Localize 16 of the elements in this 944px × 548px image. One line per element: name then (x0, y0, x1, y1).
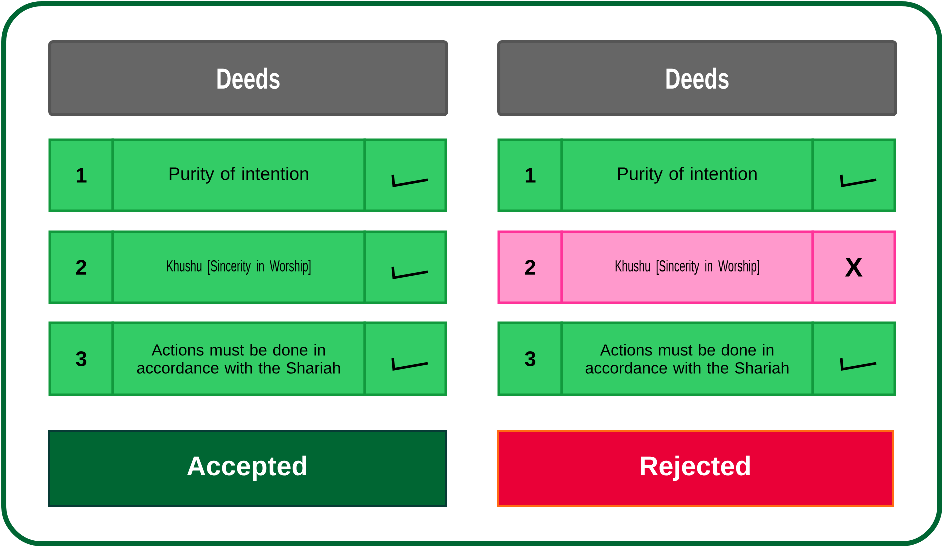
number-cell: 3 (48, 322, 114, 396)
number-cell: 2 (498, 230, 564, 304)
mark-cell (364, 138, 448, 212)
verdict-box: Rejected (497, 430, 894, 507)
mark-cell (812, 322, 896, 396)
header-bar: Deeds (498, 40, 898, 116)
header-bar: Deeds (48, 40, 448, 116)
verdict-box: Accepted (48, 430, 447, 507)
mark-cell: X (812, 230, 896, 304)
mark-cell (364, 322, 448, 396)
number-cell: 2 (48, 230, 114, 304)
number-cell: 3 (498, 322, 564, 396)
mark-cell (364, 230, 448, 304)
number-cell: 1 (498, 138, 564, 212)
mark-cell (812, 138, 896, 212)
number-cell: 1 (48, 138, 114, 212)
